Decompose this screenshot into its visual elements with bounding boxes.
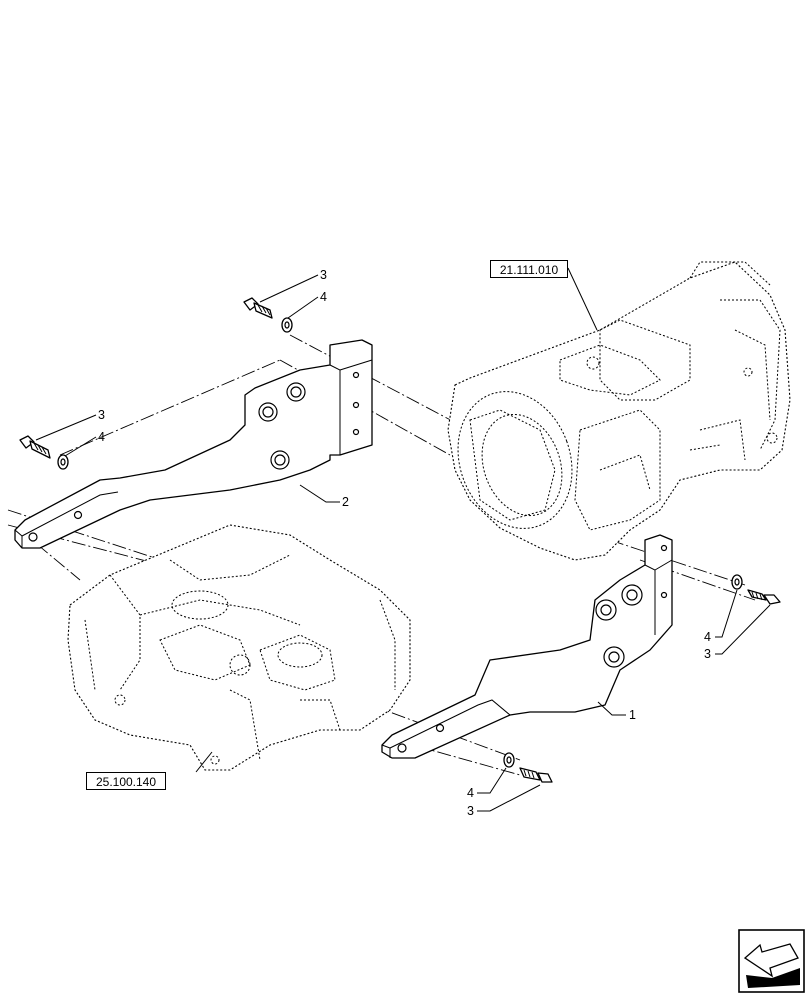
callout-bolt-upper-b: 3: [98, 408, 105, 422]
callout-washer-bottom: 4: [467, 786, 474, 800]
axle-housing-reference-box[interactable]: 25.100.140: [86, 772, 166, 790]
washer-upper-b: [57, 454, 69, 470]
callout-bracket-right: 1: [629, 708, 636, 722]
callout-bolt-bottom: 3: [467, 804, 474, 818]
bracket-left: [14, 339, 373, 549]
bracket-right: [381, 534, 673, 759]
washer-right: [731, 574, 743, 590]
callout-washer-right: 4: [704, 630, 711, 644]
bolt-upper-a: [243, 297, 273, 319]
callout-washer-upper-a: 4: [320, 290, 327, 304]
transmission-reference-box[interactable]: 21.111.010: [490, 260, 568, 278]
axle-housing: [67, 524, 411, 771]
washer-bottom: [503, 752, 515, 768]
callout-bolt-right: 3: [704, 647, 711, 661]
bolt-bottom: [519, 767, 553, 783]
callout-washer-upper-b: 4: [98, 430, 105, 444]
callout-bolt-upper-a: 3: [320, 268, 327, 282]
bolt-right: [747, 589, 781, 605]
leader-lines: [35, 267, 771, 812]
callout-bracket-left: 2: [342, 495, 349, 509]
bolt-upper-b: [19, 435, 51, 459]
arrow-previous-icon[interactable]: [738, 929, 805, 993]
transmission-housing: [447, 261, 791, 561]
washer-upper-a: [281, 317, 293, 333]
